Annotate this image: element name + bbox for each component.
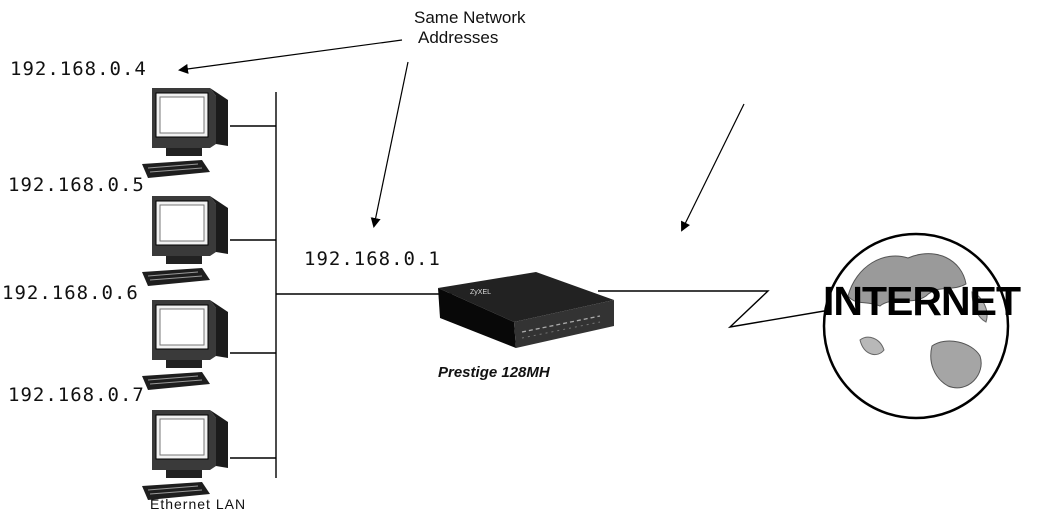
arrow-icon [178,39,403,74]
router-ip-label: 192.168.0.1 [304,248,441,270]
internet-label: INTERNET [823,278,1021,324]
callout-label: Same Network Addresses [414,8,525,48]
globe-icon [822,232,1010,420]
computer-icon [141,195,229,287]
callout-line-1: Same Network [414,8,526,27]
host-ip-label: 192.168.0.5 [8,174,145,196]
host-ip-label: 192.168.0.6 [2,282,139,304]
host-ip-label: 192.168.0.7 [8,384,145,406]
computer-icon [141,87,229,179]
callout-line-2: Addresses [418,28,499,47]
arrow-icon [681,103,745,232]
wan-link [598,290,837,329]
arrow-icon [370,61,409,228]
router-name-label: Prestige 128MH [438,364,550,381]
svg-text:ZyXEL: ZyXEL [470,289,491,296]
lan-label: Ethernet LAN [150,496,247,512]
computer-icon [141,409,229,501]
router-icon: ZyXEL [438,272,614,348]
computer-icon [141,299,229,391]
host-ip-label: 192.168.0.4 [10,58,147,80]
